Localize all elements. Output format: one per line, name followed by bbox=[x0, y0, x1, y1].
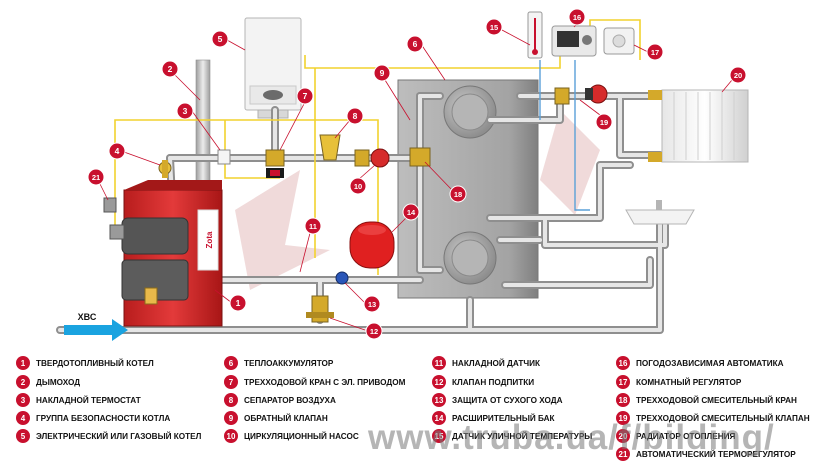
svg-text:21: 21 bbox=[92, 173, 100, 182]
marker-15: 15 bbox=[485, 18, 531, 46]
marker-21: 21 bbox=[87, 168, 109, 201]
svg-text:16: 16 bbox=[573, 13, 581, 22]
three-way-valve-with-actuator bbox=[265, 149, 285, 178]
svg-text:11: 11 bbox=[309, 222, 317, 231]
dry-run-protection bbox=[335, 271, 349, 285]
marker-11: 11 bbox=[299, 217, 322, 273]
svg-text:20: 20 bbox=[734, 71, 742, 80]
svg-text:7: 7 bbox=[303, 91, 308, 101]
marker-20: 20 bbox=[721, 66, 747, 93]
svg-text:12: 12 bbox=[370, 327, 378, 336]
svg-text:6: 6 bbox=[413, 39, 418, 49]
mixing-crane bbox=[409, 147, 431, 167]
svg-text:8: 8 bbox=[353, 111, 358, 121]
marker-19: 19 bbox=[579, 99, 613, 131]
marker-3: 3 bbox=[176, 102, 221, 151]
sink bbox=[625, 200, 695, 225]
marker-6: 6 bbox=[406, 35, 446, 81]
svg-text:4: 4 bbox=[115, 146, 120, 156]
svg-text:18: 18 bbox=[454, 190, 462, 199]
svg-text:10: 10 bbox=[354, 182, 362, 191]
site-watermark: www.truba.ua/f/bilding/ bbox=[368, 418, 775, 457]
make-up-valve bbox=[306, 295, 334, 323]
svg-text:15: 15 bbox=[490, 23, 498, 32]
svg-text:17: 17 bbox=[651, 48, 659, 57]
svg-text:5: 5 bbox=[218, 34, 223, 44]
expansion-tank bbox=[349, 221, 395, 269]
marker-4: 4 bbox=[108, 142, 161, 166]
marker-7: 7 bbox=[279, 87, 314, 151]
svg-text:3: 3 bbox=[183, 106, 188, 116]
cold-water-label: ХВС bbox=[78, 312, 97, 322]
marker-14: 14 bbox=[391, 203, 420, 233]
marker-8: 8 bbox=[334, 107, 364, 139]
solid-fuel-boiler: Zota bbox=[109, 180, 223, 327]
marker-2: 2 bbox=[161, 60, 201, 101]
boiler-logo-text: Zota bbox=[205, 231, 214, 248]
cold-water-inlet: ХВС bbox=[64, 312, 128, 341]
marker-13: 13 bbox=[344, 282, 381, 313]
sensor-wiring bbox=[539, 60, 590, 211]
marker-9: 9 bbox=[373, 64, 411, 121]
auto-thermoregulator bbox=[103, 197, 117, 213]
outdoor-temperature-sensor bbox=[527, 11, 543, 59]
marker-12: 12 bbox=[329, 317, 383, 340]
marker-16: 16 bbox=[568, 8, 586, 28]
air-separator bbox=[319, 134, 341, 161]
svg-text:13: 13 bbox=[368, 300, 376, 309]
circulation-pump bbox=[354, 148, 390, 168]
svg-text:2: 2 bbox=[168, 64, 173, 74]
boiler-safety-group bbox=[158, 160, 172, 178]
background-watermark-glyphs bbox=[235, 110, 600, 290]
markers-group: 1 2 3 4 5 6 7 bbox=[87, 8, 747, 340]
gas-electric-boiler bbox=[244, 17, 302, 119]
marker-17: 17 bbox=[633, 43, 664, 61]
clip-thermostat bbox=[217, 149, 231, 165]
marker-1: 1 bbox=[214, 289, 247, 312]
radiator bbox=[648, 89, 749, 163]
mixing-valve-pump-group bbox=[554, 84, 608, 105]
svg-text:14: 14 bbox=[407, 208, 416, 217]
room-regulator bbox=[603, 27, 635, 55]
svg-text:9: 9 bbox=[380, 68, 385, 78]
marker-10: 10 bbox=[349, 164, 376, 195]
svg-text:1: 1 bbox=[236, 298, 241, 308]
weather-controller bbox=[551, 25, 597, 57]
marker-5: 5 bbox=[211, 30, 246, 51]
chimney bbox=[195, 59, 211, 201]
marker-18: 18 bbox=[424, 161, 467, 203]
svg-text:19: 19 bbox=[600, 118, 608, 127]
